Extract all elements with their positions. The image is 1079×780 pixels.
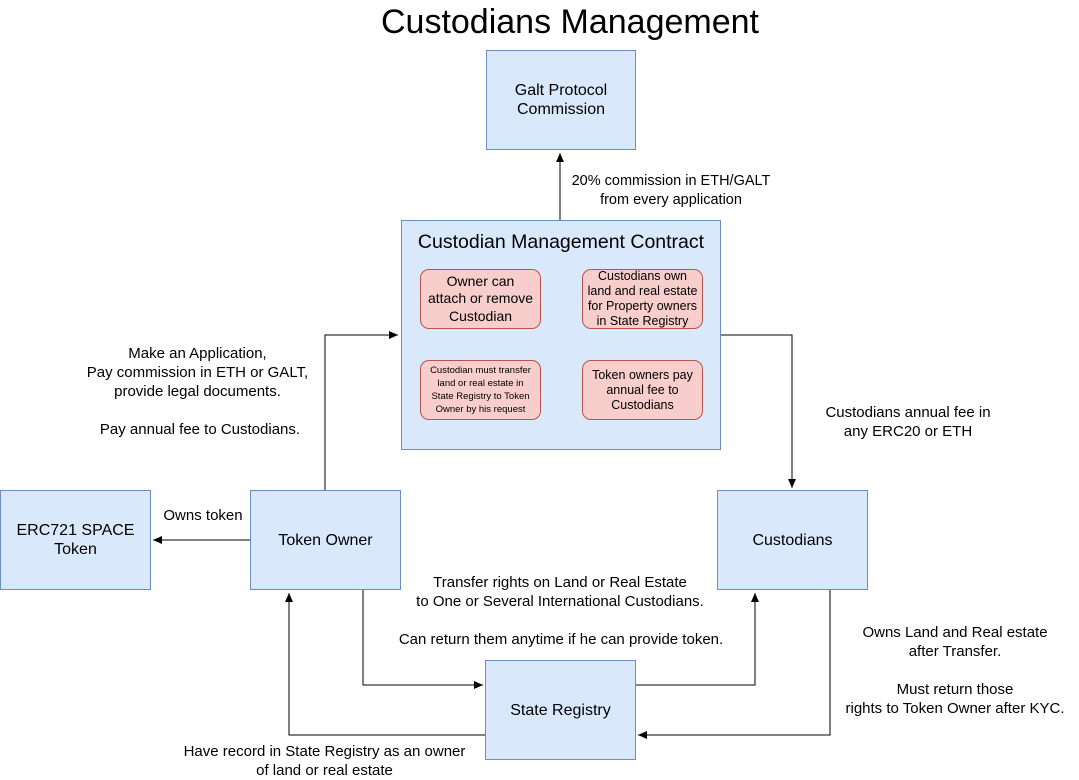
transfer-rights-label: Transfer rights on Land or Real Estate t…: [416, 574, 704, 610]
arrow-owner-to-registry: [362, 590, 483, 689]
arrow-owner-to-contract: [324, 331, 398, 490]
arrow-registry-to-owner: [285, 593, 485, 736]
state-registry-node: State Registry: [485, 660, 636, 760]
erc721-space-token-node: ERC721 SPACE Token: [0, 490, 151, 590]
contract-rule-custodians-own: Custodians own land and real estate for …: [582, 269, 703, 329]
contract-rule-must-transfer: Custodian must transfer land or real est…: [420, 360, 541, 420]
contract-rule-attach-remove: Owner can attach or remove Custodian: [420, 269, 541, 329]
arrow-registry-to-custodians: [636, 593, 759, 686]
commission-edge-label: 20% commission in ETH/GALT from every ap…: [571, 173, 771, 208]
contract-rule-annual-fee: Token owners pay annual fee to Custodian…: [582, 360, 703, 420]
custodians-node: Custodians: [717, 490, 868, 590]
must-return-label: Must return those rights to Token Owner …: [845, 681, 1065, 717]
arrow-custodians-to-registry: [638, 590, 831, 739]
return-rights-label: Can return them anytime if he can provid…: [398, 631, 724, 648]
owns-land-label: Owns Land and Real estate after Transfer…: [862, 624, 1048, 660]
token-owner-node: Token Owner: [250, 490, 401, 590]
annual-fee-custodians-label: Custodians annual fee in any ERC20 or ET…: [825, 404, 991, 440]
arrow-contract-to-custodians: [720, 334, 796, 488]
diagram-title: Custodians Management: [380, 3, 759, 41]
annual-fee-owner-label: Pay annual fee to Custodians.: [99, 421, 301, 438]
galt-protocol-commission-node: Galt Protocol Commission: [486, 50, 636, 150]
application-edge-label: Make an Application, Pay commission in E…: [86, 345, 309, 400]
contract-title: Custodian Management Contract: [417, 231, 705, 253]
record-edge-label: Have record in State Registry as an owne…: [183, 743, 466, 779]
owns-token-label: Owns token: [163, 507, 243, 524]
